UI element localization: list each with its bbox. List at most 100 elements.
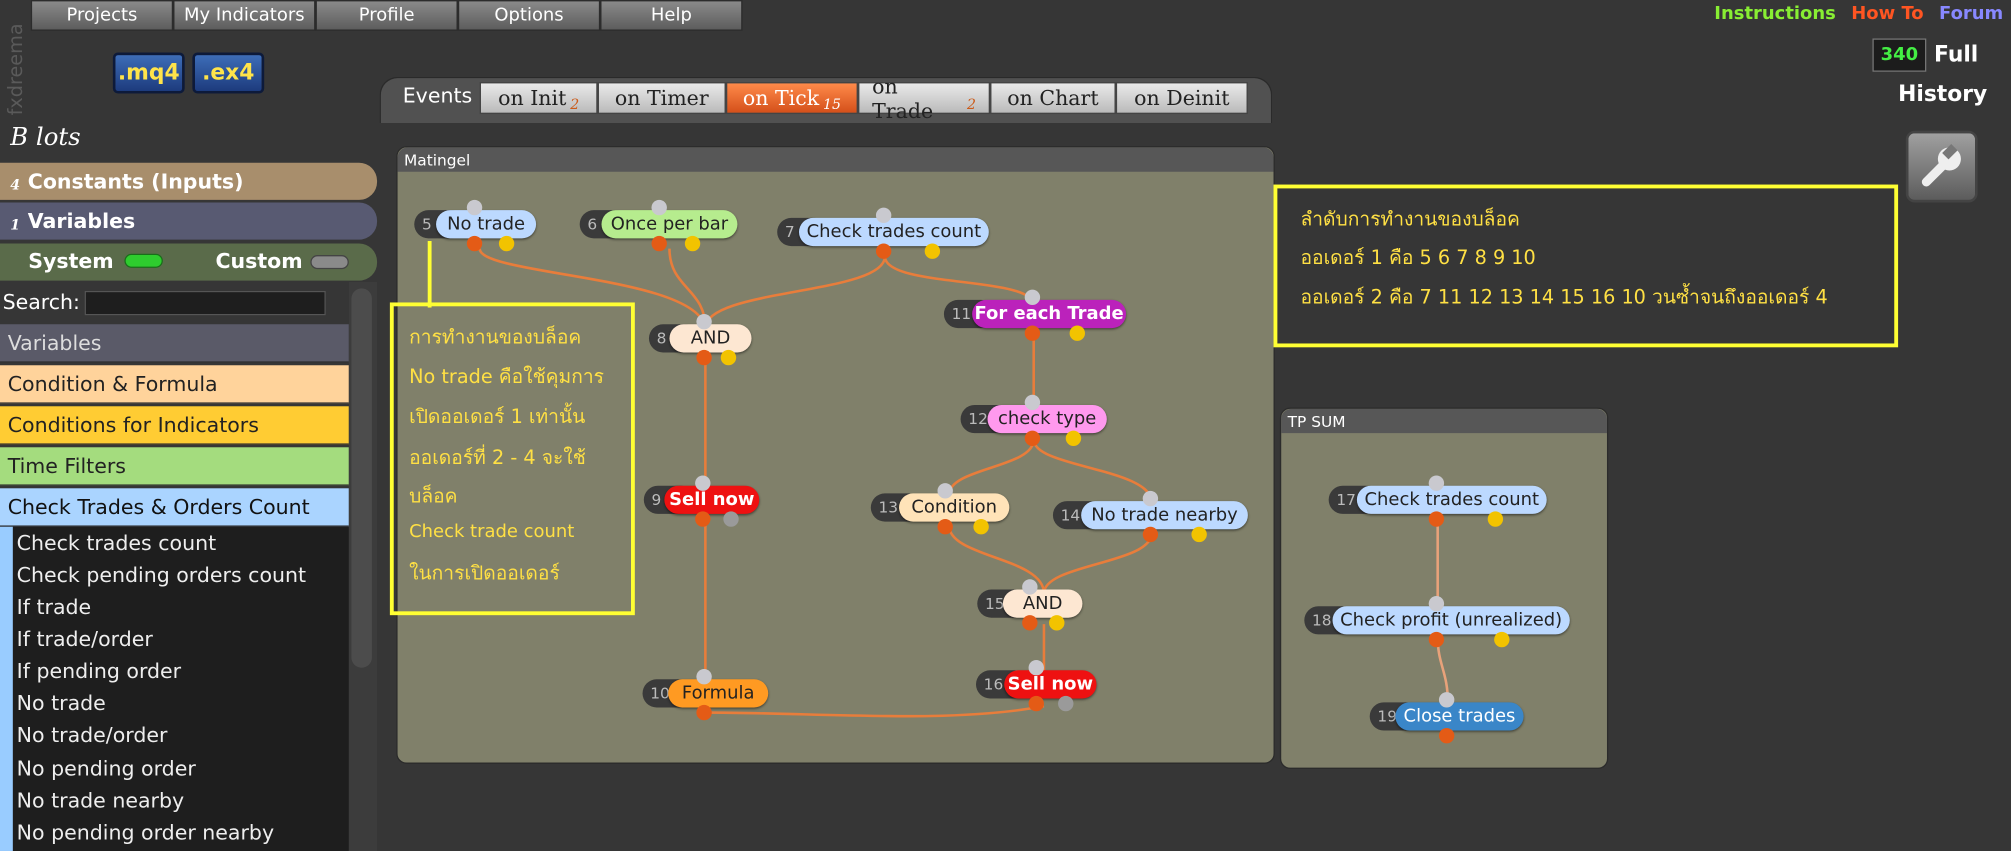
output-connector-alt[interactable] (1069, 325, 1085, 341)
counter-mode[interactable]: Full (1934, 42, 1979, 68)
block-label[interactable]: No trade nearby (1081, 501, 1248, 530)
output-connector-alt[interactable] (498, 235, 515, 252)
block-label[interactable]: For each Trade (972, 299, 1127, 329)
output-connector[interactable] (1428, 511, 1445, 527)
output-connector-alt[interactable] (684, 235, 701, 252)
block-label[interactable]: AND (1002, 589, 1083, 618)
how-to-link[interactable]: How To (1851, 3, 1924, 25)
input-connector[interactable] (1024, 394, 1041, 411)
output-connector[interactable] (651, 235, 667, 252)
custom-toggle[interactable] (309, 255, 349, 270)
list-item[interactable]: If pending order (16, 658, 182, 684)
output-connector[interactable] (937, 519, 953, 535)
block-label[interactable]: Sell now (664, 485, 760, 514)
block-node[interactable]: 12 check type (960, 394, 1107, 446)
block-node[interactable]: 7 Check trades count (777, 207, 989, 259)
output-connector[interactable] (1438, 727, 1455, 744)
output-connector-alt[interactable] (924, 243, 941, 259)
history-link[interactable]: History (1898, 82, 1988, 108)
input-connector[interactable] (466, 199, 483, 216)
output-connector-alt[interactable] (1191, 526, 1207, 543)
input-connector[interactable] (875, 207, 892, 223)
list-item[interactable]: No trade/order (16, 722, 168, 748)
output-connector-alt[interactable] (1049, 615, 1065, 631)
panel-title[interactable]: Matingel (397, 147, 1274, 172)
output-connector-alt[interactable] (1065, 430, 1082, 446)
category-time-filters[interactable]: Time Filters (0, 447, 349, 486)
group-panel-matingel[interactable]: Matingel (396, 146, 1275, 764)
output-connector-alt[interactable] (973, 519, 989, 535)
input-connector[interactable] (651, 199, 667, 216)
input-connector[interactable] (1438, 692, 1455, 708)
ex4-button[interactable]: .ex4 (192, 52, 265, 94)
block-node[interactable]: 13 Condition (870, 483, 1010, 535)
input-connector[interactable] (1024, 289, 1041, 306)
tab-on-timer[interactable]: on Timer (597, 82, 726, 115)
output-connector-alt[interactable] (1058, 695, 1074, 712)
list-item[interactable]: Check pending orders count (16, 562, 307, 587)
wrench-icon[interactable] (1905, 130, 1978, 203)
block-label[interactable]: check type (987, 404, 1107, 434)
input-connector[interactable] (696, 668, 712, 685)
menu-projects[interactable]: Projects (30, 0, 174, 31)
system-toggle[interactable] (123, 253, 163, 268)
tab-on-deinit[interactable]: on Deinit (1115, 82, 1248, 115)
menu-help[interactable]: Help (600, 0, 743, 31)
panel-title[interactable]: TP SUM (1281, 408, 1607, 434)
menu-options[interactable]: Options (457, 0, 601, 31)
block-node[interactable]: 10 Formula (642, 668, 769, 721)
block-label[interactable]: Once per bar (601, 210, 738, 239)
block-label[interactable]: Close trades (1395, 702, 1524, 731)
category-check-trades[interactable]: Check Trades & Orders Count (0, 488, 349, 527)
block-node[interactable]: 14 No trade nearby (1052, 490, 1248, 543)
output-connector[interactable] (1022, 615, 1038, 631)
output-connector[interactable] (466, 235, 483, 252)
output-connector-alt[interactable] (1487, 511, 1504, 527)
list-item[interactable]: No pending order nearby (16, 820, 275, 845)
block-node[interactable]: 11 For each Trade (943, 289, 1127, 341)
output-connector[interactable] (1028, 695, 1044, 712)
block-node[interactable]: 17 Check trades count (1328, 475, 1547, 527)
input-connector[interactable] (1142, 490, 1159, 507)
output-connector[interactable] (696, 349, 712, 366)
output-connector-alt[interactable] (1494, 631, 1510, 648)
instructions-link[interactable]: Instructions (1714, 3, 1836, 25)
block-node[interactable]: 9 Sell now (643, 475, 760, 527)
block-label[interactable]: Sell now (1004, 670, 1097, 699)
forum-link[interactable]: Forum (1939, 3, 2004, 25)
output-connector[interactable] (695, 511, 711, 527)
block-label[interactable]: Formula (668, 679, 769, 708)
mq4-button[interactable]: .mq4 (112, 52, 185, 94)
list-item[interactable]: No pending order (16, 756, 196, 781)
block-label[interactable]: AND (669, 324, 752, 353)
input-connector[interactable] (695, 475, 711, 491)
output-connector[interactable] (1142, 526, 1159, 543)
block-label[interactable]: Check profit (unrealized) (1332, 606, 1570, 635)
input-connector[interactable] (1428, 475, 1445, 491)
constants-section[interactable]: 4 Constants (Inputs) (0, 162, 378, 200)
output-connector[interactable] (696, 704, 712, 721)
menu-my-indicators[interactable]: My Indicators (173, 0, 316, 31)
input-connector[interactable] (1428, 595, 1445, 612)
input-connector[interactable] (937, 483, 953, 499)
sidebar-scroll-thumb[interactable] (351, 288, 372, 668)
output-connector-alt[interactable] (720, 349, 737, 366)
output-connector[interactable] (1428, 631, 1445, 648)
block-label[interactable]: No trade (436, 210, 537, 239)
block-node[interactable]: 5 No trade (414, 199, 537, 252)
tab-on-chart[interactable]: on Chart (990, 82, 1116, 115)
menu-profile[interactable]: Profile (315, 0, 458, 31)
input-connector[interactable] (1028, 660, 1044, 676)
block-node[interactable]: 18 Check profit (unrealized) (1304, 595, 1570, 648)
block-node[interactable]: 8 AND (648, 313, 752, 366)
output-connector[interactable] (875, 243, 892, 259)
block-node[interactable]: 16 Sell now (975, 660, 1097, 712)
list-item[interactable]: No trade (16, 690, 106, 716)
list-item[interactable]: If trade (16, 594, 92, 620)
block-node[interactable]: 6 Once per bar (579, 199, 739, 252)
list-item[interactable]: Check trades count (16, 530, 217, 555)
category-condition-formula[interactable]: Condition & Formula (0, 365, 349, 404)
